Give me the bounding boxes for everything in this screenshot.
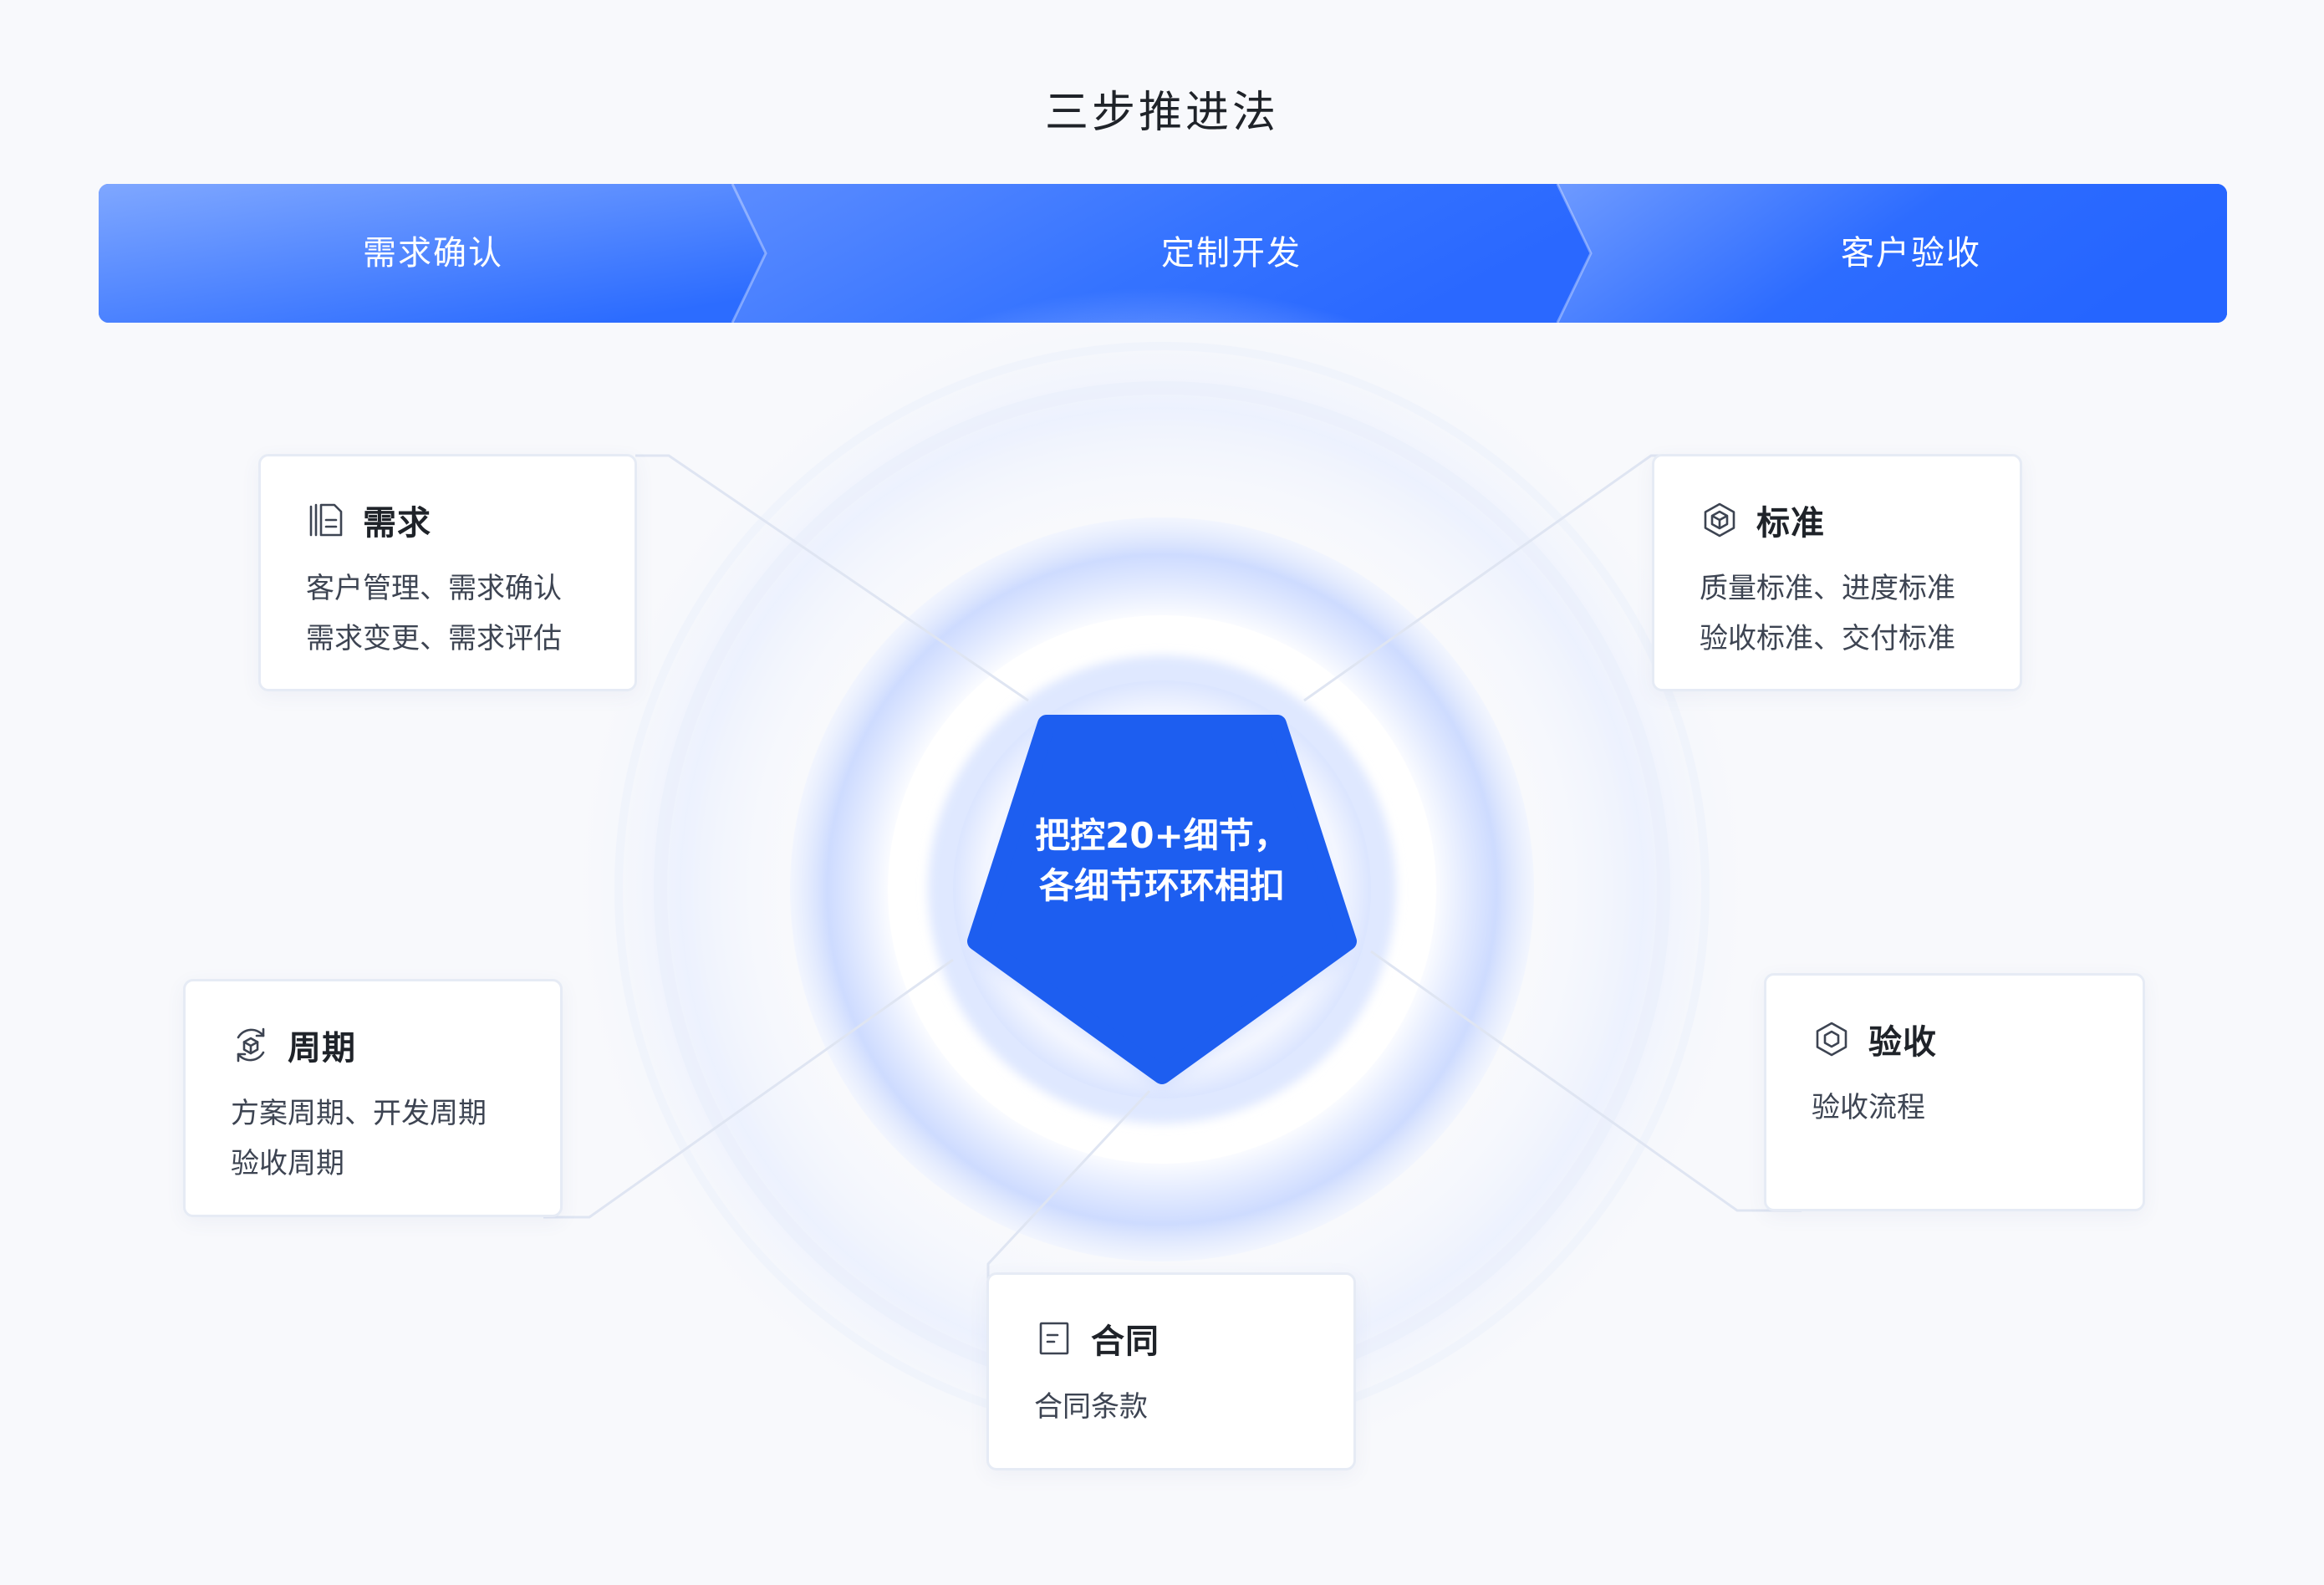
cycle-box-icon <box>231 1025 271 1065</box>
step-3-label: 客户验收 <box>1841 234 1981 273</box>
step-2-label: 定制开发 <box>1161 234 1302 273</box>
connector-standard <box>1303 454 1689 702</box>
card-line: 质量标准、进度标准 <box>1700 572 1955 605</box>
card-title: 合同 <box>1091 1323 1159 1361</box>
card-title: 周期 <box>288 1029 356 1068</box>
card-title: 标准 <box>1756 504 1825 543</box>
card-title: 需求 <box>363 504 431 543</box>
connector-acceptance <box>1370 950 1802 1212</box>
step-1-label: 需求确认 <box>363 234 503 273</box>
contract-icon <box>1034 1318 1074 1358</box>
connector-requirement <box>635 454 1029 702</box>
card-acceptance: 验收 验收流程 <box>1764 973 2145 1211</box>
card-cycle: 周期 方案周期、开发周期 验收周期 <box>183 979 563 1217</box>
center-pentagon <box>967 715 1357 1084</box>
card-standard: 标准 质量标准、进度标准 验收标准、交付标准 <box>1652 454 2022 691</box>
card-contract: 合同 合同条款 <box>986 1272 1356 1470</box>
card-requirement: 需求 客户管理、需求确认 需求变更、需求评估 <box>258 454 637 691</box>
connector-contract <box>986 1089 1151 1281</box>
cube-icon <box>1700 500 1740 540</box>
card-title: 验收 <box>1868 1023 1937 1062</box>
card-line: 验收标准、交付标准 <box>1700 622 1955 655</box>
card-line: 客户管理、需求确认 <box>306 572 562 605</box>
card-line: 方案周期、开发周期 <box>231 1097 487 1130</box>
center-text-line1: 把控20+细节， <box>1035 815 1289 856</box>
card-line: 合同条款 <box>1034 1390 1148 1424</box>
card-line: 验收周期 <box>231 1147 344 1180</box>
hexagon-icon <box>1812 1019 1852 1059</box>
center-text-line2: 各细节环环相扣 <box>1038 865 1285 906</box>
connector-cycle <box>543 958 954 1219</box>
card-line: 验收流程 <box>1812 1091 1925 1124</box>
card-line: 需求变更、需求评估 <box>306 622 562 655</box>
document-stack-icon <box>306 500 346 540</box>
center-text: 把控20+细节， 各细节环环相扣 <box>995 811 1329 911</box>
page-title: 三步推进法 <box>1044 88 1279 138</box>
step-bar: 需求确认 定制开发 客户验收 <box>99 184 2227 323</box>
